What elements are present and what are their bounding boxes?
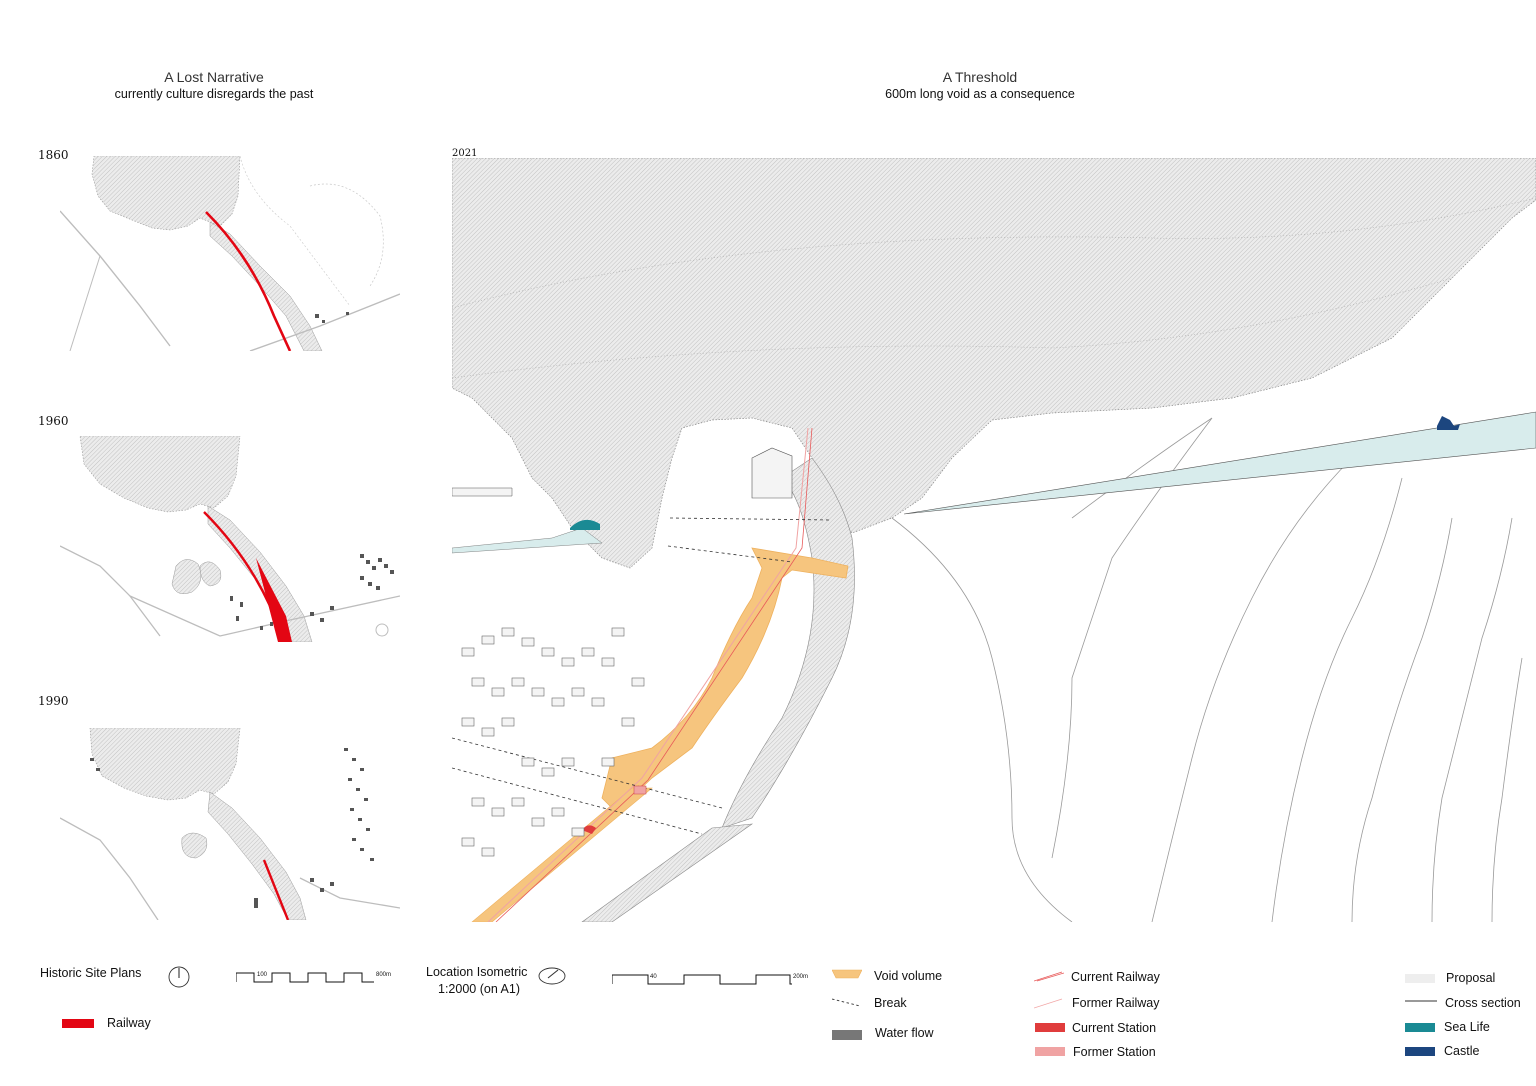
- sea-area: [91, 156, 241, 231]
- estuary: [207, 791, 307, 920]
- sea-area: [452, 158, 1536, 569]
- north-arrow-icon: [168, 966, 190, 988]
- castle-swatch: [1405, 1047, 1435, 1056]
- depth-contour: [452, 277, 1453, 379]
- sea-area: [89, 728, 241, 801]
- pond: [199, 561, 222, 587]
- break-swatch: [832, 998, 861, 1007]
- road: [69, 255, 101, 351]
- void-volume-label: Void volume: [874, 969, 943, 983]
- current-railway-label: Current Railway: [1071, 970, 1160, 984]
- location-isometric-label: Location Isometric: [426, 965, 528, 979]
- historic-scale-end: 800m: [376, 972, 392, 978]
- roundabout: [375, 623, 389, 637]
- year-label-1990: 1990: [38, 694, 69, 708]
- river-channel: [581, 823, 754, 922]
- road: [60, 545, 161, 637]
- map-1990: [60, 728, 400, 920]
- year-label-1960: 1960: [38, 414, 69, 428]
- cross-section-label: Cross section: [1445, 996, 1521, 1010]
- historic-scale-bar: [236, 972, 374, 983]
- road: [299, 877, 400, 909]
- sea-wall-section: [452, 527, 603, 554]
- sea-area: [79, 436, 241, 513]
- isometric-map-2021: [452, 158, 1536, 922]
- former-railway: [487, 427, 809, 922]
- railway-yard: [256, 558, 292, 642]
- former-station-swatch: [1035, 1047, 1065, 1056]
- road: [129, 595, 400, 637]
- current-railway: [495, 427, 813, 922]
- void-volume: [601, 547, 849, 809]
- building: [346, 312, 349, 315]
- proposal-swatch: [1405, 974, 1435, 983]
- road: [60, 210, 171, 347]
- left-panel-subtitle: currently culture disregards the past: [114, 87, 314, 101]
- cross-section-plane: [903, 411, 1536, 515]
- terrain-contours: [891, 417, 1523, 922]
- road: [249, 293, 400, 351]
- castle-label: Castle: [1444, 1044, 1480, 1058]
- town-buildings: [461, 627, 645, 857]
- current-railway-swatch: [1034, 971, 1064, 982]
- year-label-2021: 2021: [452, 148, 478, 159]
- buildings: [90, 748, 374, 908]
- right-panel-title: A Threshold: [942, 69, 1018, 85]
- break-label: Break: [874, 996, 907, 1010]
- estuary: [209, 221, 323, 351]
- pond: [171, 559, 202, 594]
- estuary: [207, 505, 313, 642]
- building: [315, 314, 319, 318]
- building: [322, 320, 325, 323]
- pond: [181, 832, 208, 859]
- void-volume-swatch: [832, 969, 862, 979]
- path: [239, 156, 351, 307]
- proposal-label: Proposal: [1446, 971, 1496, 985]
- former-railway-label: Former Railway: [1072, 996, 1160, 1010]
- pier: [452, 487, 513, 497]
- isometric-scale-end: 200m: [793, 974, 809, 980]
- water-flow-swatch: [832, 1030, 862, 1040]
- historic-site-plans-label: Historic Site Plans: [40, 966, 142, 980]
- railway-line: [262, 859, 290, 920]
- railway-line: [205, 211, 292, 351]
- sea-life-swatch: [1405, 1023, 1435, 1032]
- current-station-swatch: [1035, 1023, 1065, 1032]
- right-panel-subtitle: 600m long void as a consequence: [885, 87, 1075, 101]
- sea-life-marker: [570, 519, 600, 530]
- historic-scale-start: 100: [257, 972, 268, 978]
- current-station: [582, 825, 596, 834]
- former-station: [633, 785, 647, 795]
- isometric-north-arrow-icon: [538, 967, 566, 985]
- isometric-scale-bar: [612, 974, 792, 985]
- cross-section-swatch: [1405, 1000, 1437, 1002]
- left-panel-title: A Lost Narrative: [164, 69, 264, 85]
- harbour-buildings: [751, 447, 793, 499]
- path: [309, 183, 384, 287]
- sea-life-label: Sea Life: [1444, 1020, 1490, 1034]
- water-flow-label: Water flow: [875, 1026, 934, 1040]
- former-station-label: Former Station: [1073, 1045, 1156, 1059]
- railway-swatch: [62, 1019, 94, 1028]
- isometric-scale-start: 40: [650, 974, 657, 980]
- buildings: [230, 554, 394, 630]
- map-1860: [60, 156, 400, 351]
- map-1960: [60, 436, 400, 642]
- break-lines: [452, 517, 833, 835]
- former-railway-swatch: [1034, 998, 1063, 1009]
- road: [60, 817, 159, 920]
- current-station-label: Current Station: [1072, 1021, 1157, 1035]
- year-label-1860: 1860: [38, 148, 69, 162]
- castle-marker: [1437, 416, 1460, 430]
- railway-label: Railway: [107, 1016, 151, 1030]
- location-isometric-scale-text: 1:2000 (on A1): [438, 982, 521, 996]
